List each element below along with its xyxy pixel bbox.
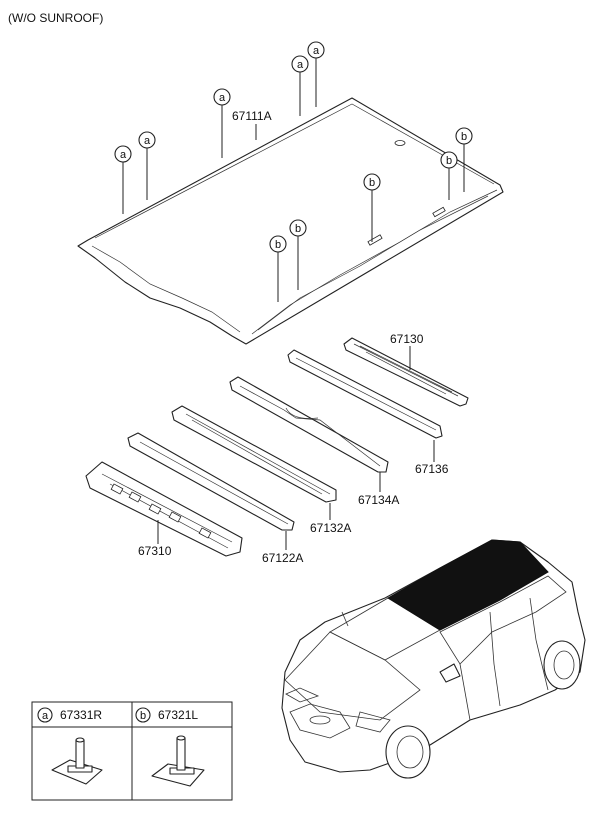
roof-bow-134a [229,376,389,473]
clip-b-icon [176,735,186,741]
rail-122a-label: 67122A [262,551,303,565]
svg-text:b: b [461,131,467,143]
front-rail-label: 67310 [138,544,172,558]
svg-text:b: b [295,223,301,235]
roof-highlight [387,539,549,631]
svg-text:a: a [219,92,226,104]
roof-hole-icon [394,140,406,146]
rear-roof-rail [343,337,469,407]
svg-text:b: b [369,177,375,189]
roof-panel [77,97,504,345]
svg-text:b: b [275,239,281,251]
svg-text:a: a [120,149,127,161]
legend-a-part: 67331R [60,708,102,722]
svg-text:a: a [297,59,304,71]
roof-bow-122a [127,432,295,531]
front-roof-rail [85,461,243,557]
callout-b-2: b [289,219,307,290]
callout-b-1: b [269,235,287,302]
rail-134a-label: 67134A [358,493,399,507]
roof-panel-label: 67111A [232,109,272,123]
variant-note: (W/O SUNROOF) [8,11,103,25]
clip-legend-table: a 67331R b 67321L [31,701,233,801]
callout-a-3: a [213,88,231,158]
vehicle-illustration [281,539,586,779]
callout-b-3: b [363,173,381,242]
callout-a-5: a [307,41,325,107]
legend-b-part: 67321L [158,708,198,722]
roof-bow-136 [287,349,443,439]
callout-b-5: b [455,127,473,192]
svg-text:a: a [144,135,151,147]
svg-text:a: a [42,710,49,722]
clip-a-icon [75,737,85,743]
svg-text:a: a [313,45,320,57]
svg-text:b: b [140,710,146,722]
callout-a-2: a [138,131,156,200]
rail-132a-label: 67132A [310,521,351,535]
callout-a-1: a [114,145,132,214]
rail-136-label: 67136 [415,462,449,476]
legend-a-icon [37,707,53,723]
roof-bow-132a [171,405,337,503]
svg-text:b: b [446,155,452,167]
rear-rail-label: 67130 [390,332,424,346]
callout-a-4: a [291,55,309,116]
callout-b-4: b [440,151,458,200]
legend-cell-a: a 67331R [37,707,103,785]
legend-cell-b: b 67321L [135,707,205,787]
legend-b-icon [135,707,151,723]
